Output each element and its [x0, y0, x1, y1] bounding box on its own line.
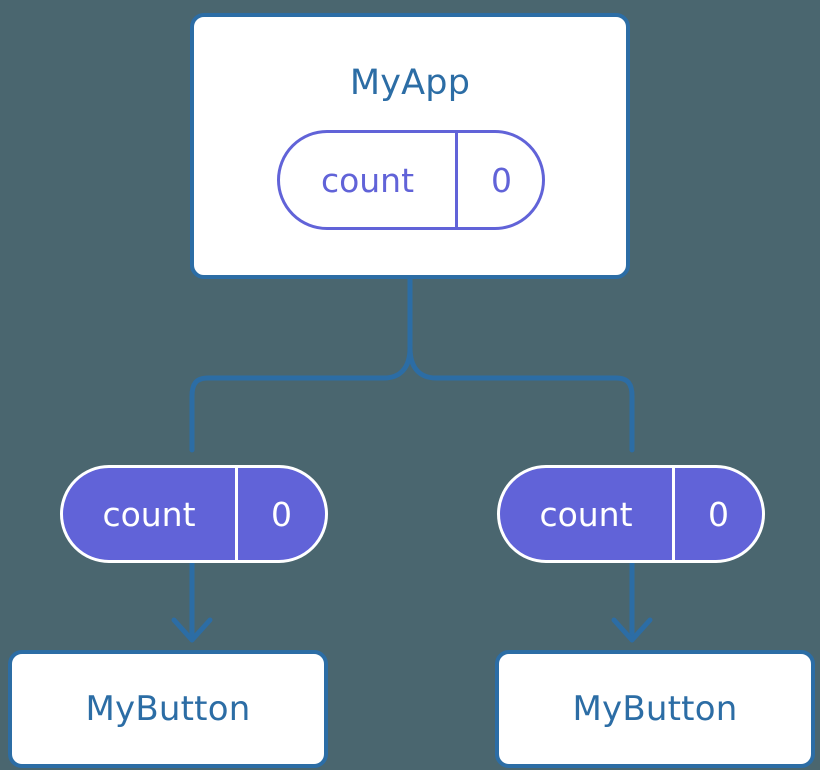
state-value: 0	[455, 133, 542, 227]
component-node-mybutton-left[interactable]: MyButton	[8, 650, 328, 768]
state-pill-left[interactable]: count 0	[60, 465, 328, 563]
state-value: 0	[672, 468, 762, 560]
component-title: MyButton	[572, 689, 738, 729]
component-title: MyButton	[85, 689, 251, 729]
arrow-head-left-icon	[171, 617, 213, 643]
state-value: 0	[235, 468, 325, 560]
branch-connector-left	[189, 345, 413, 453]
state-label: count	[320, 160, 415, 200]
component-node-mybutton-right[interactable]: MyButton	[495, 650, 815, 768]
arrow-head-right-icon	[611, 617, 653, 643]
state-label: count	[102, 494, 196, 534]
component-title: MyApp	[349, 63, 471, 103]
state-label: count	[539, 494, 633, 534]
state-pill-root[interactable]: count 0	[277, 130, 545, 230]
branch-connector-right	[407, 345, 635, 453]
state-pill-right[interactable]: count 0	[497, 465, 765, 563]
